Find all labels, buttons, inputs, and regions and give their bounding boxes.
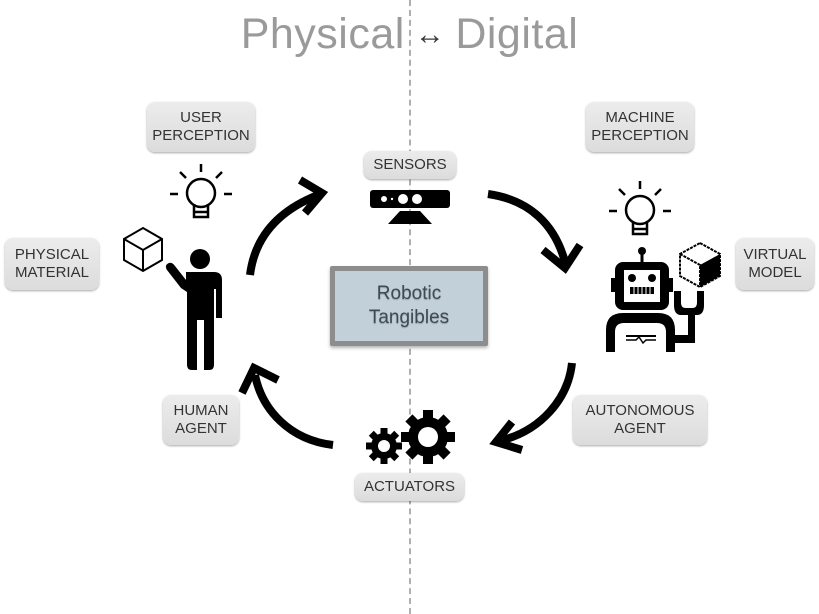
gears-icon: [366, 410, 455, 464]
human-agent-icon: [165, 249, 222, 370]
title-physical: Physical: [240, 10, 405, 58]
label-machine-perception: MACHINE PERCEPTION: [586, 102, 694, 152]
title-digital: Digital: [455, 10, 579, 58]
depth-sensor-icon: [370, 190, 450, 224]
flow-arrow-autonomous-to-actuators: [489, 362, 576, 454]
label-human-agent: HUMAN AGENT: [163, 395, 239, 445]
label-actuators: ACTUATORS: [355, 473, 464, 501]
diagram-title: Physical ↔ Digital: [0, 10, 819, 59]
virtual-cube-icon: [679, 241, 721, 289]
robotic-tangibles-box: Robotic Tangibles: [330, 266, 488, 346]
machine-lightbulb-icon: [609, 181, 671, 236]
flow-arrow-actuators-to-human: [238, 362, 334, 449]
flow-arrow-sensors-to-autonomous: [487, 190, 584, 274]
label-autonomous-agent: AUTONOMOUS AGENT: [573, 395, 707, 445]
robot-icon: [606, 247, 704, 352]
physical-cube-icon: [123, 226, 163, 273]
label-physical-material: PHYSICAL MATERIAL: [5, 238, 99, 290]
label-sensors: SENSORS: [364, 151, 456, 179]
flow-arrow-human-to-sensors: [246, 176, 329, 276]
user-lightbulb-icon: [170, 164, 232, 219]
label-virtual-model: VIRTUAL MODEL: [736, 238, 814, 290]
label-user-perception: USER PERCEPTION: [147, 102, 255, 152]
bidirectional-arrow-icon: ↔: [414, 18, 446, 51]
